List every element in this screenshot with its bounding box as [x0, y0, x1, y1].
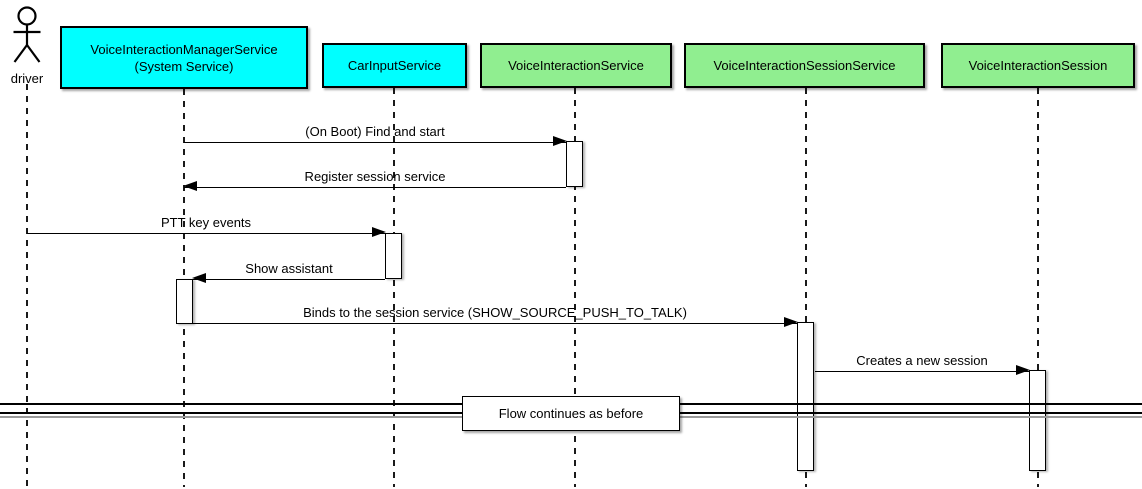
participant-label: VoiceInteractionService: [508, 58, 644, 73]
message-register-session-service: Register session service: [183, 167, 566, 191]
message-show-assistant: Show assistant: [192, 259, 385, 283]
message-label: Creates a new session: [856, 353, 988, 368]
participant-label: CarInputService: [347, 58, 442, 73]
participant-voiceinteractionservice: VoiceInteractionService: [480, 43, 672, 88]
arrowhead-left-icon: [183, 181, 197, 191]
actor-driver: driver: [0, 2, 54, 86]
lifeline-carinputservice: [393, 88, 395, 487]
participant-label: VoiceInteractionSessionService: [713, 58, 896, 73]
arrowhead-left-icon: [192, 273, 206, 283]
message-label: Binds to the session service (SHOW_SOURC…: [303, 305, 687, 320]
message-label: Register session service: [304, 169, 446, 184]
lifeline-voiceinteractionsessionservice: [805, 88, 807, 487]
message-on-boot-find-and-start: (On Boot) Find and start: [184, 122, 567, 146]
message-creates-a-new-session: Creates a new session: [815, 351, 1030, 375]
message-label: Show assistant: [245, 261, 333, 276]
activation-bar-voiceinteractionsession: [1029, 370, 1046, 471]
participant-voiceinteractionsessionservice: VoiceInteractionSessionService: [684, 43, 925, 88]
activation-bar-voiceinteractionservice: [566, 141, 583, 187]
lifeline-driver: [26, 84, 28, 487]
lifeline-voiceinteractionsession: [1037, 88, 1039, 487]
lifeline-voiceinteractionservice: [574, 88, 576, 487]
message-ptt-key-events: PTT key events: [27, 213, 386, 237]
participant-voiceinteractionsession: VoiceInteractionSession: [941, 43, 1135, 88]
arrowhead-right-icon: [553, 136, 567, 146]
activation-bar-carinputservice: [385, 233, 402, 279]
stick-figure-icon: [13, 6, 41, 63]
participant-label: VoiceInteractionManagerService: [90, 41, 278, 57]
participant-carinputservice: CarInputService: [322, 43, 467, 88]
divider-label: Flow continues as before: [498, 406, 644, 421]
divider-label-box: Flow continues as before: [462, 396, 680, 431]
message-label: PTT key events: [160, 215, 252, 230]
message-label: (On Boot) Find and start: [305, 124, 445, 139]
message-binds-to-session-service: Binds to the session service (SHOW_SOURC…: [193, 303, 798, 327]
arrowhead-right-icon: [372, 227, 386, 237]
participant-voiceinteractionmanagerservice: VoiceInteractionManagerService (System S…: [60, 26, 308, 89]
actor-label: driver: [10, 71, 44, 86]
participant-label: VoiceInteractionSession: [968, 58, 1108, 73]
arrowhead-right-icon: [784, 317, 798, 327]
participant-sublabel: (System Service): [134, 58, 234, 74]
arrowhead-right-icon: [1016, 365, 1030, 375]
activation-bar-voiceinteractionsessionservice: [797, 322, 814, 471]
activation-bar-voiceinteractionmanagerservice: [176, 279, 193, 324]
